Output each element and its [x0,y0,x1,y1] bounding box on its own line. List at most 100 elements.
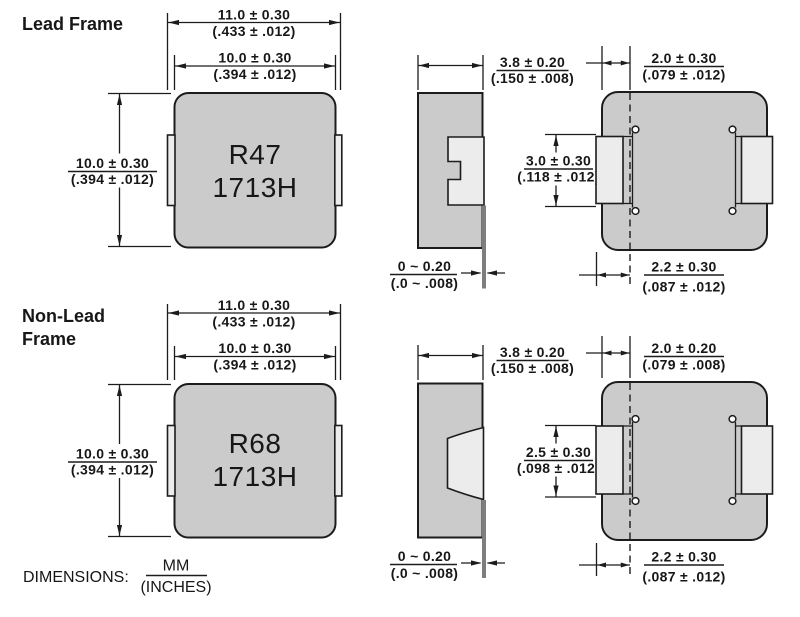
left-hook-bottom [631,496,640,506]
right-pad-hook-lines [734,422,742,498]
extension-lines [601,46,631,90]
dim-mm: 2.2 ± 0.30 [651,549,716,565]
component-body [173,92,337,249]
dim-mm: 3.8 ± 0.20 [500,344,565,360]
right-pad [740,425,774,495]
dim-inch: (.0 ~ .008) [391,565,459,581]
arrowheads [602,350,630,356]
left-pad-hook-lines [623,132,634,208]
dim-body-width: 10.0 ± 0.30 (.394 ± .012) [173,50,337,90]
left-terminal [166,134,176,207]
dim-inch: (.394 ± .012) [213,66,296,82]
extension-lines [108,383,171,538]
dim-outer-width: 11.0 ± 0.30 (.433 ± .012) [166,7,342,90]
units-mm: MM [163,558,190,575]
right-terminal [333,424,343,497]
dim-outer-width: 11.0 ± 0.30 (.433 ± .012) [166,297,342,380]
arrowheads [597,562,630,568]
dim-mm: 2.0 ± 0.30 [651,50,716,66]
extension-lines [173,55,337,90]
dim-inch: (.087 ± .012) [642,279,725,295]
dim-inch: (.394 ± .012) [213,357,296,373]
dim-pad-inset: 2.0 ± 0.20 (.079 ± .008) [586,336,725,378]
dim-thickness: 3.8 ± 0.20 (.150 ± .008) [417,344,574,380]
dim-inch: (.079 ± .008) [642,357,725,373]
dim-body-height: 10.0 ± 0.30 (.394 ± .012) [64,92,171,248]
right-hook-top [728,125,737,134]
section-label: Lead Frame [22,14,123,34]
dim-pad-width: 2.2 ± 0.30 (.087 ± .012) [579,252,725,295]
arrowheads [471,270,497,276]
footer-units-note: DIMENSIONS: MM (INCHES) [23,558,212,597]
left-hook-bottom [631,206,640,216]
marking-value: R68 [229,428,282,459]
marking-datecode: 1713H [212,172,297,203]
dim-mm: 10.0 ± 0.30 [76,446,149,462]
terminal-edge-strip [482,500,486,578]
left-terminal [166,424,176,497]
left-pad [595,425,624,495]
right-hook-bottom [728,206,737,216]
right-terminal [333,134,343,207]
dim-inch: (.433 ± .012) [212,314,295,330]
dim-inch: (.394 ± .012) [71,171,154,187]
dim-thickness: 3.8 ± 0.20 (.150 ± .008) [417,54,574,90]
dim-mm: 10.0 ± 0.30 [76,155,149,171]
side-view [417,92,486,289]
label-backing [64,153,162,188]
extension-lines [166,304,342,380]
dim-mm: 3.8 ± 0.20 [500,54,565,70]
left-hook-top [631,414,640,424]
dim-mm: 10.0 ± 0.30 [218,50,291,66]
dim-pad-width: 2.2 ± 0.30 (.087 ± .012) [579,543,725,585]
dim-mm: 0 ~ 0.20 [398,258,451,274]
extension-lines [417,345,484,380]
right-hook-top [728,414,737,424]
dim-inch: (.118 ± .012) [517,169,599,185]
lead-frame-section: Lead Frame R47 1713H 11.0 ± 0.30 (.433 ±… [22,7,774,295]
arrowheads [602,60,630,66]
bottom-view [595,381,774,577]
extension-lines [545,424,596,498]
front-view: R47 1713H [166,92,343,249]
marking-datecode: 1713H [212,461,297,492]
dim-inch: (.394 ± .012) [71,462,154,478]
extension-lines [545,133,596,208]
bottom-view [595,91,774,287]
dimensions-label: DIMENSIONS: [23,569,129,586]
dim-standoff: 0 ~ 0.20 (.0 ~ .008) [390,548,505,581]
terminal-edge-strip [482,205,486,289]
right-hook-bottom [728,496,737,506]
dim-mm: 0 ~ 0.20 [398,548,451,564]
dim-mm: 2.2 ± 0.30 [651,259,716,275]
extension-lines [173,346,337,380]
dim-pad-inset: 2.0 ± 0.30 (.079 ± .012) [586,46,725,90]
front-view: R68 1713H [166,383,343,539]
dim-mm: 11.0 ± 0.30 [218,7,291,23]
left-hook-top [631,125,640,134]
dim-inch: (.150 ± .008) [491,360,574,376]
non-lead-terminal-tapered [446,426,485,501]
dim-inch: (.0 ~ .008) [391,275,459,291]
left-pad [595,135,624,205]
lead-frame-terminal-notched [447,136,485,206]
dim-standoff: 0 ~ 0.20 (.0 ~ .008) [390,258,505,291]
dim-mm: 2.5 ± 0.30 [526,444,591,460]
extension-lines [108,92,171,248]
dim-body-width: 10.0 ± 0.30 (.394 ± .012) [173,340,337,380]
section-label-line1: Non-Lead [22,306,105,326]
dim-mm: 3.0 ± 0.30 [526,153,591,169]
dim-mm: 2.0 ± 0.20 [651,340,716,356]
extension-lines [601,336,631,378]
extension-lines [166,13,342,90]
dim-inch: (.098 ± .012) [517,460,600,476]
right-pad [740,135,774,205]
dim-terminal-height: 3.0 ± 0.30 (.118 ± .012) [517,133,599,208]
non-lead-frame-section: Non-Lead Frame R68 1713H 11.0 ± 0.30 (.4… [22,297,774,585]
dim-mm: 11.0 ± 0.30 [218,297,291,313]
extension-lines [417,55,484,90]
left-pad-hook-lines [623,422,634,498]
right-pad-hook-lines [734,132,742,208]
dim-body-height: 10.0 ± 0.30 (.394 ± .012) [64,383,171,538]
